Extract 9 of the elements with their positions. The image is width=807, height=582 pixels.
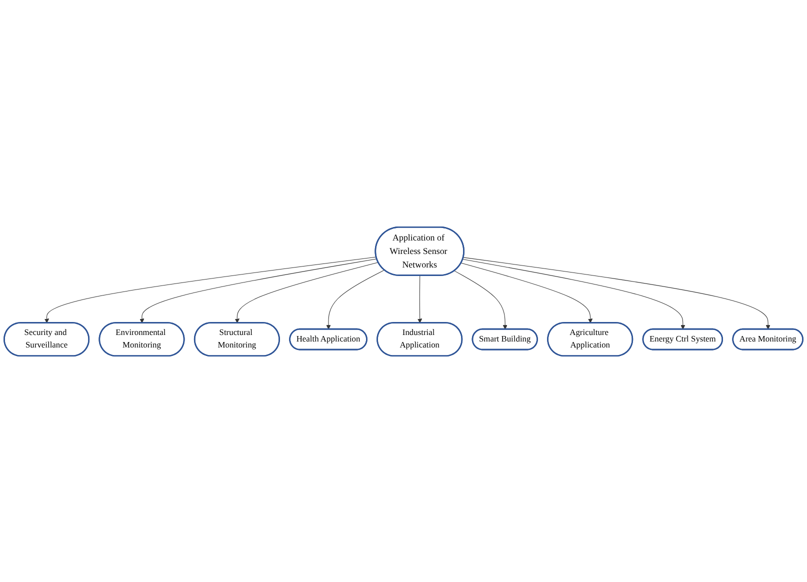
arrow — [418, 274, 422, 323]
arrow — [234, 262, 379, 323]
arrow — [460, 262, 593, 323]
arrow — [326, 269, 385, 329]
arrow — [44, 256, 377, 323]
arrow — [140, 258, 378, 323]
arrow — [463, 256, 770, 329]
arrow — [462, 258, 686, 329]
arrow — [454, 270, 508, 329]
